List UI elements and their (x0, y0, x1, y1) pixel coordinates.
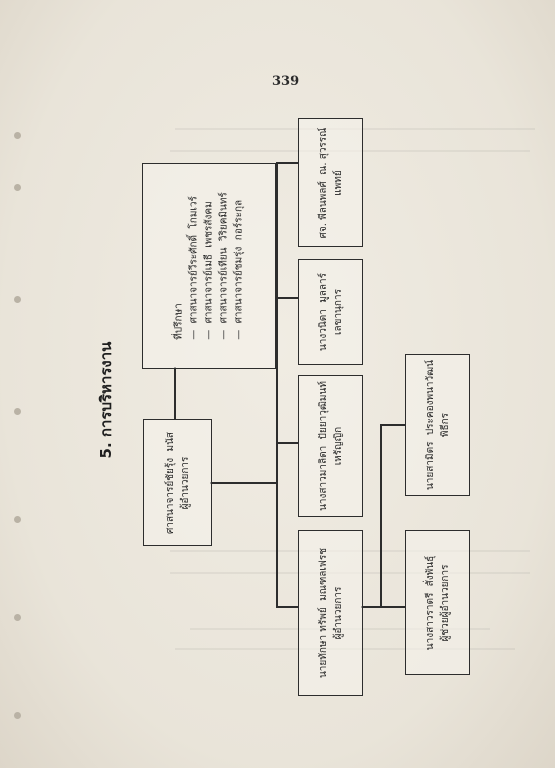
connector-doctor (276, 162, 298, 164)
connector-director-advisors (174, 367, 176, 420)
coordinator-box: นายสามิตร ประคองพนาวัฒน์ พิธีกร (405, 354, 470, 496)
connector-main-trunk (276, 162, 278, 608)
punch-hole (14, 296, 21, 303)
punch-hole (14, 184, 21, 191)
connector-assistant (380, 606, 406, 608)
punch-hole (14, 712, 21, 719)
director-box: ศาสนาจารย์ชัยรุ้ง มนัส ผู้อำนวยการ (143, 419, 212, 546)
connector-deputy (276, 606, 298, 608)
assistant-box: นางสาวราตรี สั่งพันธุ์ ผู้ช่วยผู้อำนวยกา… (405, 530, 470, 675)
assistant-text: นางสาวราตรี สั่งพันธุ์ ผู้ช่วยผู้อำนวยกา… (424, 555, 451, 650)
advisors-box: ที่ปรึกษา — ศาสนาจารย์วีระศักดิ์ โกมเวร์… (142, 163, 276, 369)
connector-sub-trunk (380, 424, 382, 608)
deputy-box: นายทักษา ทรัพย์ มณฑลเฟรช ผู้อำนวยการ (298, 530, 363, 696)
punch-hole (14, 516, 21, 523)
advisors-text: ที่ปรึกษา — ศาสนาจารย์วีระศักดิ์ โกมเวร์… (173, 192, 245, 340)
connector-deputy-branch (361, 606, 381, 608)
punch-hole (14, 408, 21, 415)
punch-hole (14, 132, 21, 139)
connector-coordinator (380, 424, 406, 426)
coordinator-text: นายสามิตร ประคองพนาวัฒน์ พิธีกร (424, 359, 451, 491)
secretary-box: นางวนิดา มูลลาร์ เลขานุการ (298, 259, 363, 365)
doctor-text: ศจ. พีลนพลศ์ ณ. สุวรรณ์ แพทย์ (317, 127, 344, 238)
connector-treasurer (276, 442, 298, 444)
deputy-text: นายทักษา ทรัพย์ มณฑลเฟรช ผู้อำนวยการ (317, 547, 344, 679)
treasurer-box: นางสาวมาลิดา ปัยยาวุฒิมนท์ เหรัญญิก (298, 375, 363, 517)
section-title: 5. การบริหารงาน (97, 341, 115, 459)
connector-director-trunk (210, 482, 277, 484)
director-text: ศาสนาจารย์ชัยรุ้ง มนัส ผู้อำนวยการ (164, 431, 191, 534)
treasurer-text: นางสาวมาลิดา ปัยยาวุฒิมนท์ เหรัญญิก (317, 381, 344, 511)
page-number: 339 (272, 74, 300, 89)
secretary-text: นางวนิดา มูลลาร์ เลขานุการ (317, 272, 344, 352)
connector-secretary (276, 297, 298, 299)
doctor-box: ศจ. พีลนพลศ์ ณ. สุวรรณ์ แพทย์ (298, 118, 363, 247)
punch-hole (14, 614, 21, 621)
